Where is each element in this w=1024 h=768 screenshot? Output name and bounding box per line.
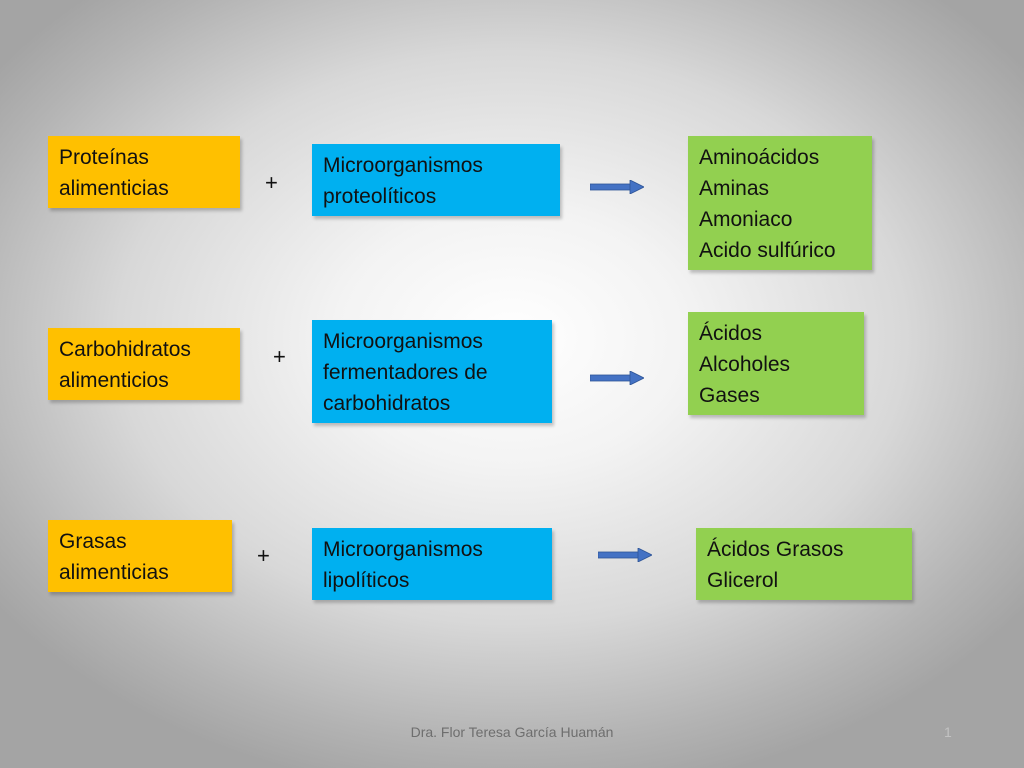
- product-label: Ácidos Grasos: [707, 538, 844, 561]
- products-box-carbohydrates: Ácidos Alcoholes Gases: [688, 312, 864, 415]
- products-box-fats: Ácidos Grasos Glicerol: [696, 528, 912, 600]
- product-label: Alcoholes: [699, 353, 791, 376]
- footer-author: Dra. Flor Teresa García Huamán: [410, 724, 614, 740]
- substrate-box-fats: Grasas alimenticias: [48, 520, 232, 592]
- substrate-label-line: Proteínas: [59, 146, 149, 169]
- product-label: Ácidos: [699, 322, 763, 345]
- product-label: Aminas: [699, 177, 770, 200]
- plus-sign: +: [257, 543, 270, 568]
- plus-sign: +: [273, 344, 286, 369]
- substrate-label-line: alimenticios: [59, 369, 169, 392]
- right-arrow-icon: [590, 180, 644, 194]
- page-number: 1: [944, 724, 952, 740]
- product-label: Glicerol: [707, 569, 779, 592]
- substrate-label-line: alimenticias: [59, 561, 169, 584]
- microorganism-label-line: fermentadores de: [323, 361, 488, 384]
- microorganism-box-proteolytic: Microorganismos proteolíticos: [312, 144, 560, 216]
- microorganism-label-line: carbohidratos: [323, 392, 451, 415]
- right-arrow-icon: [598, 548, 652, 562]
- substrate-label-line: alimenticias: [59, 177, 169, 200]
- substrate-label-line: Carbohidratos: [59, 338, 191, 361]
- substrate-label-line: Grasas: [59, 530, 127, 553]
- substrate-box-carbohydrates: Carbohidratos alimenticios: [48, 328, 240, 400]
- microorganism-label-line: Microorganismos: [323, 330, 483, 353]
- microorganism-label-line: lipolíticos: [323, 569, 410, 592]
- microorganism-label-line: Microorganismos: [323, 538, 483, 561]
- products-box-proteins: Aminoácidos Aminas Amoniaco Acido sulfúr…: [688, 136, 872, 270]
- right-arrow-icon: [590, 371, 644, 385]
- microorganism-label-line: Microorganismos: [323, 154, 483, 177]
- substrate-box-proteins: Proteínas alimenticias: [48, 136, 240, 208]
- product-label: Gases: [699, 384, 760, 407]
- product-label: Amoniaco: [699, 208, 793, 231]
- microorganism-label-line: proteolíticos: [323, 185, 437, 208]
- product-label: Acido sulfúrico: [699, 239, 836, 262]
- plus-sign: +: [265, 170, 278, 195]
- product-label: Aminoácidos: [699, 146, 820, 169]
- microorganism-box-fermenting: Microorganismos fermentadores de carbohi…: [312, 320, 552, 423]
- microorganism-box-lipolytic: Microorganismos lipolíticos: [312, 528, 552, 600]
